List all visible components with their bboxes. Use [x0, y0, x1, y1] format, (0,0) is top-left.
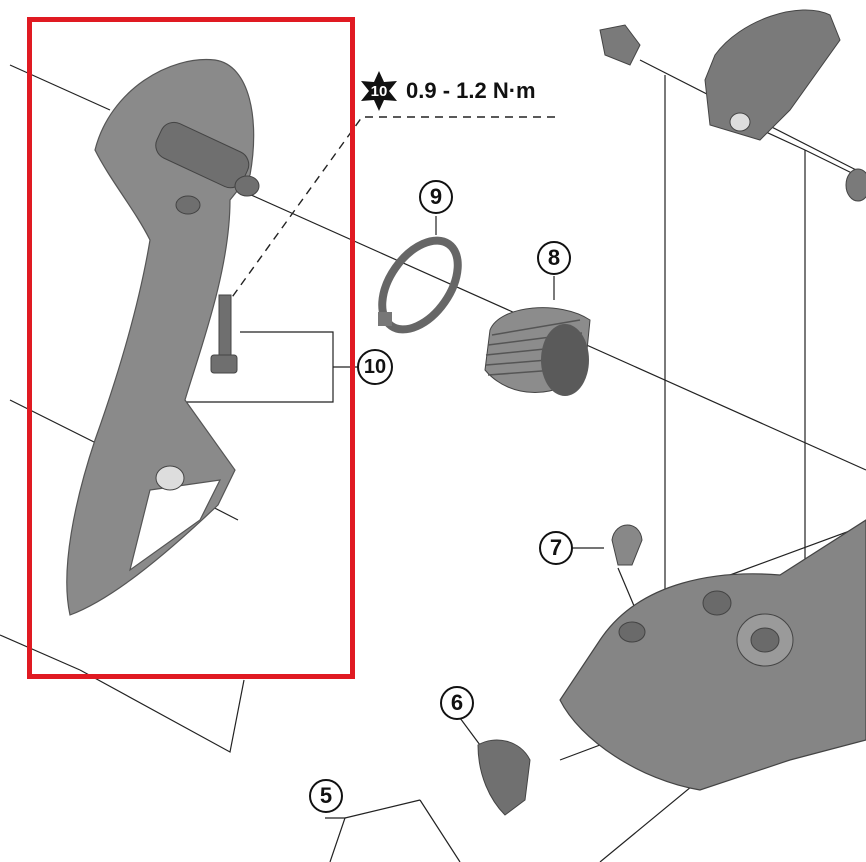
callout-9: 9 — [419, 180, 453, 214]
hex-star-10-icon: 10 — [358, 70, 400, 112]
torque-spec: 10 0.9 - 1.2 N·m — [358, 70, 536, 112]
callout-5: 5 — [309, 779, 343, 813]
callout-7: 7 — [539, 531, 573, 565]
highlight-frame — [27, 17, 355, 679]
callout-8: 8 — [537, 241, 571, 275]
callout-6: 6 — [440, 686, 474, 720]
callout-10: 10 — [357, 349, 393, 385]
torque-tool-label: 10 — [370, 82, 388, 100]
torque-value: 0.9 - 1.2 N·m — [406, 78, 536, 103]
